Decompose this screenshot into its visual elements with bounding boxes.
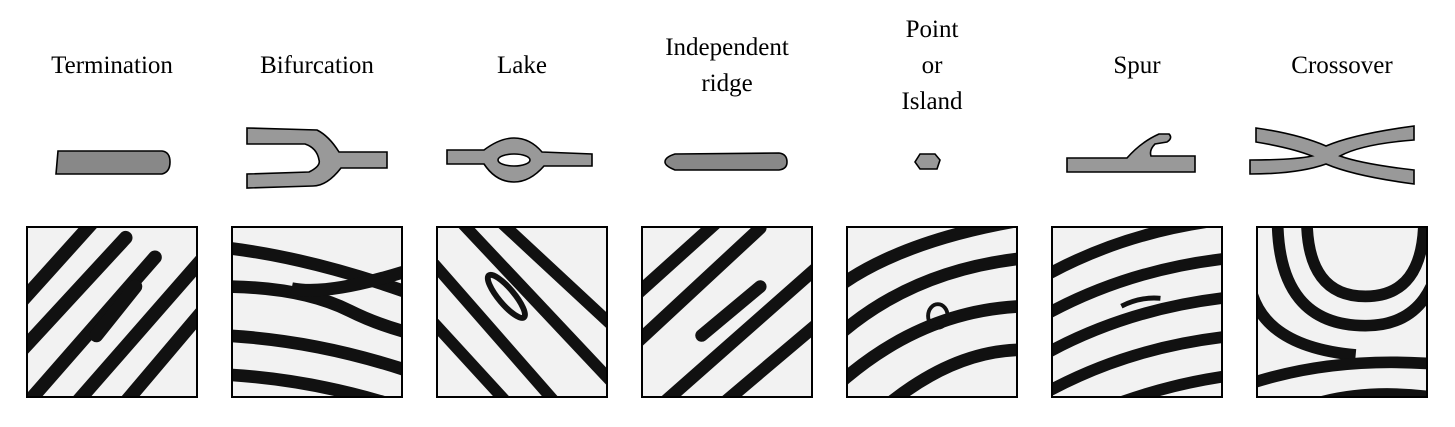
label-bifurcation: Bifurcation [260, 52, 374, 79]
minutia-point-or-island: Point or Island [832, 0, 1032, 427]
fingerprint-lake [436, 226, 608, 398]
schematic-termination [55, 150, 171, 175]
label-independent-ridge: Independent ridge [665, 34, 789, 97]
label-crossover: Crossover [1291, 52, 1393, 79]
fingerprint-spur [1051, 226, 1223, 398]
ridge-pattern-crossover [1258, 228, 1426, 396]
schematic-independent-ridge [664, 152, 788, 171]
label-spur: Spur [1113, 52, 1161, 79]
minutia-spur: Spur [1037, 0, 1237, 427]
minutia-independent-ridge: Independent ridge [627, 0, 827, 427]
minutia-termination: Termination [12, 0, 212, 427]
ridge-pattern-independent-ridge [643, 228, 811, 396]
minutia-lake: Lake [422, 0, 622, 427]
minutia-crossover: Crossover [1242, 0, 1442, 427]
minutia-bifurcation: Bifurcation [217, 0, 417, 427]
ridge-pattern-lake [438, 228, 606, 396]
ridge-pattern-bifurcation [233, 228, 401, 396]
fingerprint-independent-ridge [641, 226, 813, 398]
fingerprint-point-or-island [846, 226, 1018, 398]
schematic-point-or-island [914, 153, 941, 170]
fingerprint-bifurcation [231, 226, 403, 398]
schematic-lake [446, 137, 593, 183]
schematic-bifurcation [246, 127, 388, 189]
fingerprint-termination [26, 226, 198, 398]
ridge-pattern-termination [28, 228, 196, 396]
label-termination: Termination [51, 52, 173, 79]
schematic-spur [1066, 133, 1196, 173]
fingerprint-crossover [1256, 226, 1428, 398]
ridge-pattern-point-or-island [848, 228, 1016, 396]
schematic-crossover [1249, 125, 1415, 185]
label-lake: Lake [497, 52, 547, 79]
label-point-or-island: Point or Island [901, 16, 963, 115]
ridge-pattern-spur [1053, 228, 1221, 396]
